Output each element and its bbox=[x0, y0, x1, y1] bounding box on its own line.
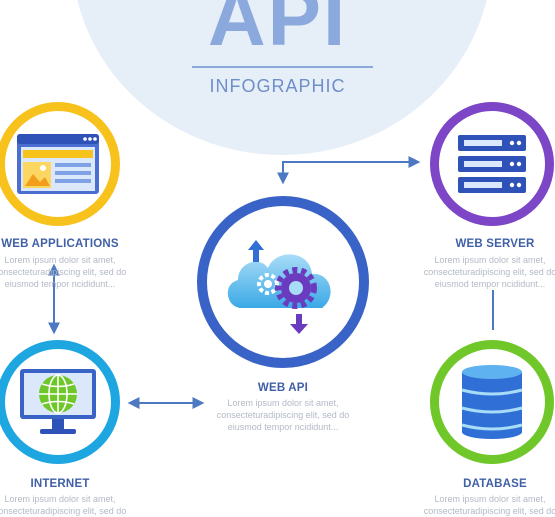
web-server-circle bbox=[430, 102, 554, 226]
web-api-label: WEB API bbox=[257, 382, 309, 394]
web-server-description: Lorem ipsum dolor sit amet, consectetura… bbox=[423, 255, 555, 289]
database-circle bbox=[430, 340, 554, 464]
globe-icon bbox=[39, 374, 77, 414]
database-icon bbox=[461, 365, 523, 439]
upload-arrow-icon bbox=[248, 240, 264, 262]
gear-small-icon bbox=[257, 273, 279, 295]
database-description: Lorem ipsum dolor sit amet, consectetura… bbox=[423, 494, 555, 516]
web-api-circle bbox=[197, 196, 369, 368]
internet-circle bbox=[0, 340, 120, 464]
internet-description: Lorem ipsum dolor sit amet, consectetura… bbox=[0, 494, 127, 516]
globe-monitor-icon bbox=[20, 369, 96, 434]
web-applications-circle bbox=[0, 102, 120, 226]
web-server-label: WEB SERVER bbox=[455, 238, 535, 250]
page-title: API bbox=[207, 0, 348, 62]
server-rack-icon bbox=[458, 135, 526, 193]
title-divider bbox=[192, 66, 373, 68]
gear-large-icon bbox=[275, 267, 317, 309]
page-subtitle: INFOGRAPHIC bbox=[209, 76, 346, 96]
cloud-gear-icon bbox=[227, 240, 331, 334]
connector-api-server bbox=[277, 156, 421, 185]
browser-window-icon bbox=[17, 134, 99, 194]
internet-label: INTERNET bbox=[30, 478, 90, 490]
download-arrow-icon bbox=[290, 314, 308, 334]
web-api-description: Lorem ipsum dolor sit amet, consectetura… bbox=[216, 398, 350, 432]
database-label: DATABASE bbox=[463, 478, 527, 490]
web-applications-label: WEB APPLICATIONS bbox=[1, 238, 119, 250]
web-applications-description: Lorem ipsum dolor sit amet, consectetura… bbox=[0, 255, 127, 289]
